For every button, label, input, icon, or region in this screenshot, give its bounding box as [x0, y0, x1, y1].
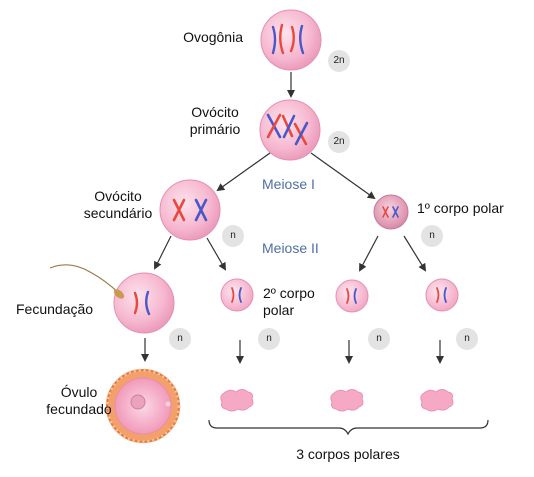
- ovulo-fecundado-cell: [105, 368, 181, 444]
- sperm-icon: [49, 264, 125, 299]
- arrow-secundario-corpo-polar: [206, 237, 227, 271]
- label-ovocito-primario-line1: Ovócito: [191, 104, 239, 120]
- arrow-corpo-polar-a: [359, 235, 379, 272]
- ovocito-secundario-cell: [159, 179, 221, 241]
- ploidy-badge-ovocito-primario: 2n: [328, 131, 350, 153]
- degenerado-corpo-polar-1: [220, 389, 254, 412]
- corpo-polar-b-cell: [425, 278, 459, 312]
- label-tres-corpos-polares: 3 corpos polares: [296, 446, 400, 462]
- ovulo-cell: [113, 272, 175, 334]
- ploidy-badge-ovulo: n: [169, 328, 191, 350]
- label-ovocito-secundario: Ovócito secundário: [78, 188, 158, 222]
- ploidy-badge-corpo-polar-b: n: [456, 328, 478, 350]
- label-ovocito-primario: Ovócito primário: [170, 104, 260, 138]
- ploidy-badge-ovogonia: 2n: [328, 50, 350, 72]
- label-ovulo-fecundado-line2: fecundado: [46, 401, 112, 417]
- ovogonia-cell: [260, 9, 322, 71]
- label-segundo-corpo-polar-line1: 2º corpo: [263, 285, 315, 301]
- arrow-primario-secundario: [216, 152, 271, 192]
- arrow-primario-corpo-polar: [310, 152, 376, 200]
- label-segundo-corpo-polar-line2: polar: [263, 302, 295, 318]
- bracket-corpos-polares: [208, 419, 489, 436]
- primeiro-corpo-polar-cell: [373, 194, 409, 230]
- ovocito-primario-cell: [259, 99, 321, 161]
- degenerado-corpo-polar-2: [330, 389, 364, 412]
- label-fecundacao: Fecundação: [16, 301, 94, 317]
- label-segundo-corpo-polar: 2º corpo polar: [263, 285, 315, 319]
- label-meiose-2: Meiose II: [262, 240, 319, 256]
- corpo-polar-a-cell: [335, 279, 369, 313]
- arrow-corpo-polar-b: [403, 235, 427, 272]
- label-primeiro-corpo-polar: 1º corpo polar: [417, 200, 504, 216]
- label-ovulo-fecundado-line1: Óvulo: [60, 384, 98, 400]
- label-ovulo-fecundado: Óvulo fecundado: [44, 384, 114, 418]
- ploidy-badge-corpo-polar-a: n: [368, 328, 390, 350]
- label-meiose-1: Meiose I: [262, 176, 315, 192]
- arrow-secundario-ovulo: [154, 235, 172, 270]
- segundo-corpo-polar-cell: [220, 278, 254, 312]
- degenerado-corpo-polar-3: [420, 389, 454, 412]
- label-ovocito-secundario-line2: secundário: [83, 205, 153, 221]
- arrows: [141, 72, 444, 364]
- ploidy-badge-primeiro-corpo-polar: n: [421, 225, 443, 247]
- label-ovocito-primario-line2: primário: [189, 121, 241, 137]
- ploidy-badge-ovocito-secundario: n: [222, 225, 244, 247]
- ploidy-badge-segundo-corpo-polar: n: [258, 328, 280, 350]
- label-ovocito-secundario-line1: Ovócito: [94, 188, 142, 204]
- label-ovogonia: Ovogônia: [183, 29, 243, 45]
